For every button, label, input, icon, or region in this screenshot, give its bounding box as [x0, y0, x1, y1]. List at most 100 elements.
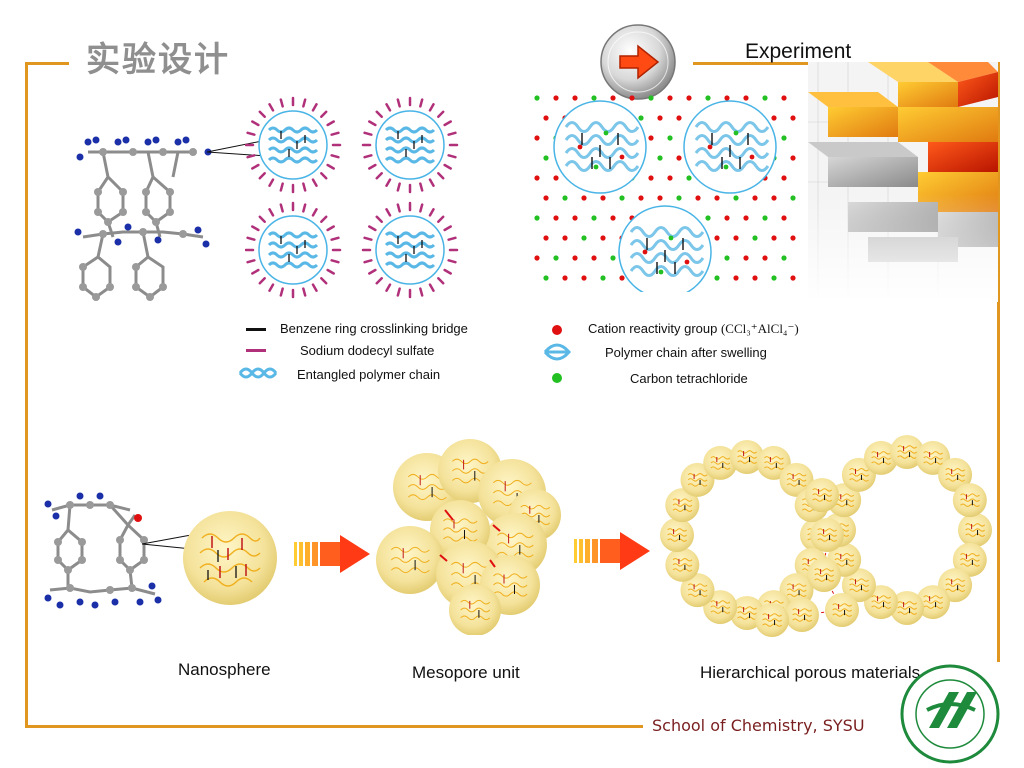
nanoparticle	[952, 542, 987, 577]
right-arrow-icon	[600, 24, 676, 100]
reagent-dot	[724, 255, 730, 261]
sds-micelle	[245, 201, 342, 299]
swollen-particle	[553, 100, 647, 194]
reagent-dot	[781, 95, 787, 101]
reagent-dot	[534, 175, 540, 181]
reagent-dot	[771, 115, 777, 121]
nanoparticle	[779, 462, 814, 497]
reagent-dot	[714, 195, 720, 201]
reagent-dot	[600, 235, 606, 241]
reagent-dot	[638, 115, 644, 121]
reagent-dot	[610, 255, 616, 261]
sds-micelle	[361, 201, 459, 299]
nanosphere-figure	[183, 511, 277, 605]
reagent-dot	[572, 95, 578, 101]
reagent-dot	[648, 95, 654, 101]
reagent-dot	[771, 195, 777, 201]
reagent-dot	[790, 275, 796, 281]
reagent-dot	[562, 235, 568, 241]
next-slide-button[interactable]	[598, 24, 682, 104]
reagent-dot	[610, 215, 616, 221]
reagent-dot	[705, 95, 711, 101]
nanoparticle	[825, 593, 859, 627]
reagent-dot	[762, 215, 768, 221]
hierarchical-network	[660, 435, 992, 637]
sysu-chem-logo	[900, 664, 1000, 764]
reagent-dot	[648, 135, 654, 141]
nanoparticle	[785, 598, 819, 632]
legend-item-swelling: Polymer chain after swelling	[605, 345, 767, 360]
nanoparticle	[703, 445, 738, 480]
reagent-dot	[705, 215, 711, 221]
reagent-dot	[771, 235, 777, 241]
reagent-dot	[543, 155, 549, 161]
footer-school: School of Chemistry, SYSU	[652, 716, 865, 735]
reagent-dot	[762, 255, 768, 261]
nanoparticle	[841, 568, 876, 603]
swollen-particle	[683, 100, 777, 194]
caption-mesopore: Mesopore unit	[412, 663, 520, 682]
slide-title-en: Experiment	[745, 40, 852, 63]
reagent-dot	[724, 215, 730, 221]
reagent-dot	[543, 115, 549, 121]
reagent-dot	[733, 195, 739, 201]
legend-item-cation: Cation reactivity group (CCl₃⁺AlCl₄⁻)	[588, 321, 799, 337]
swollen-particle	[618, 205, 712, 292]
reagent-dot	[534, 215, 540, 221]
reagent-dot	[534, 135, 540, 141]
caption-nanosphere: Nanosphere	[178, 660, 271, 679]
reagent-dot	[581, 235, 587, 241]
frame-bottom	[25, 725, 643, 728]
reagent-dot	[686, 95, 692, 101]
reagent-dot	[762, 95, 768, 101]
reagent-dot	[619, 195, 625, 201]
swelling-diagram	[534, 95, 796, 292]
reagent-dot	[781, 255, 787, 261]
reagent-dot	[771, 275, 777, 281]
reagent-dot	[676, 155, 682, 161]
reagent-dot	[657, 115, 663, 121]
reagent-dot	[733, 235, 739, 241]
legend-right-symbols	[543, 325, 571, 383]
reagent-dot	[553, 255, 559, 261]
reagent-dot	[657, 195, 663, 201]
legend-item-sds: Sodium dodecyl sulfate	[300, 343, 435, 358]
reagent-dot	[743, 95, 749, 101]
reagent-dot	[667, 135, 673, 141]
process-arrow-1	[294, 535, 370, 573]
legend-item-benzene: Benzene ring crosslinking bridge	[280, 321, 468, 336]
reagent-dot	[790, 235, 796, 241]
nanoparticle	[890, 591, 924, 625]
reagent-dot	[581, 195, 587, 201]
reagent-dot	[591, 215, 597, 221]
reagent-dot	[629, 95, 635, 101]
reagent-dot	[790, 195, 796, 201]
legend-item-ccl4: Carbon tetrachloride	[630, 371, 748, 386]
legend-cation-label: Cation reactivity group	[588, 321, 718, 336]
nanoparticle	[665, 488, 700, 523]
reagent-dot	[752, 235, 758, 241]
legend-cation-formula: (CCl₃⁺AlCl₄⁻)	[720, 321, 799, 336]
frame-right	[997, 62, 1000, 662]
reagent-dot	[790, 155, 796, 161]
reagent-dot	[562, 275, 568, 281]
reagent-dot	[667, 175, 673, 181]
reagent-dot	[553, 175, 559, 181]
reagent-dot	[553, 95, 559, 101]
reagent-dot	[610, 95, 616, 101]
nanoparticle	[938, 457, 973, 492]
sds-micelles	[245, 96, 459, 299]
reagent-dot	[752, 275, 758, 281]
molecule-structure-bottom	[44, 492, 162, 609]
caption-hierarchical: Hierarchical porous materials	[700, 663, 921, 682]
reagent-dot	[676, 195, 682, 201]
reagent-dot	[781, 215, 787, 221]
nanoparticle	[952, 483, 987, 518]
nanoparticle	[730, 440, 764, 474]
nanoparticle	[755, 603, 789, 637]
legend-item-entangled: Entangled polymer chain	[297, 367, 441, 382]
sds-micelle	[361, 96, 459, 194]
mesopore-cluster	[376, 439, 561, 635]
reagent-dot	[600, 275, 606, 281]
reagent-dot	[600, 195, 606, 201]
